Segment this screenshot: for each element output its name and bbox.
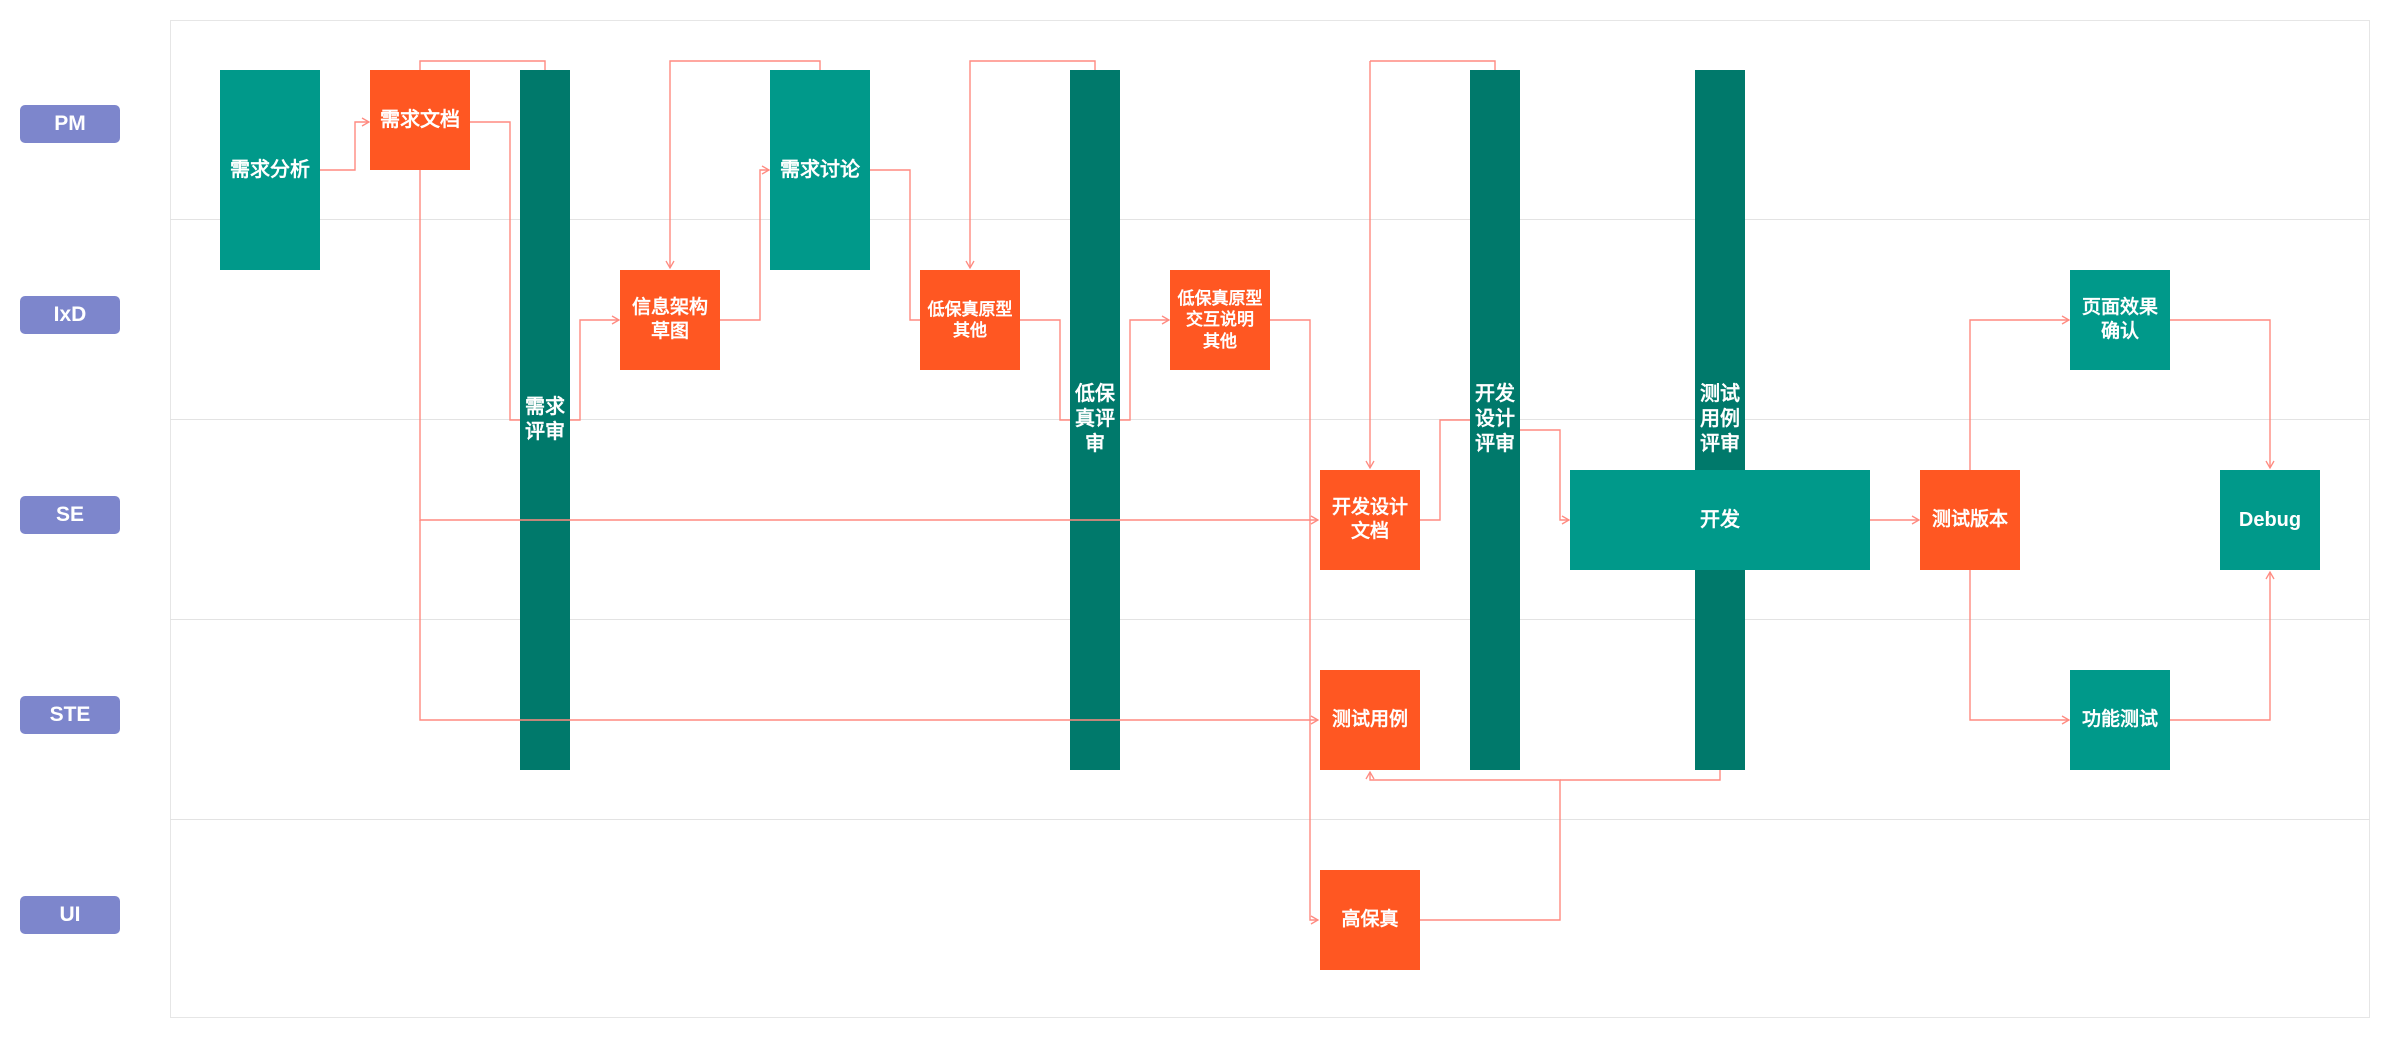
connector-line <box>570 315 621 421</box>
connector-line <box>1120 315 1171 421</box>
test-case-review-bar <box>1695 70 1745 770</box>
connector-line <box>1370 60 1496 70</box>
lane-label-ixd: IxD <box>20 296 120 334</box>
lane-label-ui: UI <box>20 896 120 934</box>
lofi-review-bar <box>1070 70 1120 770</box>
hifi-prototype-box: 高保真 <box>1320 870 1420 970</box>
connector-line <box>1969 570 2071 725</box>
development-box: 开发 <box>1570 470 1870 570</box>
page-effect-confirm-box: 页面效果 确认 <box>2070 270 2170 370</box>
connector-line <box>1969 315 2071 470</box>
connector-line <box>665 60 821 270</box>
requirement-review-label: 需求 评审 <box>525 396 565 443</box>
lofi-interaction-spec-box: 低保真原型 交互说明 其他 <box>1170 270 1270 370</box>
connector-line <box>419 60 546 70</box>
connector-line <box>720 165 771 321</box>
lane-divider <box>170 419 2370 420</box>
connector-line <box>1520 429 1571 525</box>
lofi-prototype-other-box: 低保真原型 其他 <box>920 270 1020 370</box>
connector-line <box>870 169 920 321</box>
test-version-box: 测试版本 <box>1920 470 2020 570</box>
connector-line <box>1560 770 1721 781</box>
dev-design-review-label: 开发 设计 评审 <box>1475 383 1515 455</box>
lane-divider <box>170 619 2370 620</box>
lane-label-pm: PM <box>20 105 120 143</box>
requirement-discussion-box: 需求讨论 <box>770 70 870 270</box>
dev-design-review-bar <box>1470 70 1520 770</box>
debug-box: Debug <box>2220 470 2320 570</box>
test-case-box: 测试用例 <box>1320 670 1420 770</box>
connector-line <box>1420 419 1470 521</box>
diagram-frame <box>170 20 2370 1018</box>
info-architecture-draft-box: 信息架构 草图 <box>620 270 720 370</box>
connector-line <box>1020 319 1070 421</box>
connector-line <box>419 520 1320 725</box>
connector-line <box>1270 319 1320 925</box>
connector-line <box>2170 570 2275 721</box>
lane-label-ste: STE <box>20 696 120 734</box>
requirement-doc-box: 需求文档 <box>370 70 470 170</box>
connector-line <box>2170 319 2275 470</box>
lane-label-se: SE <box>20 496 120 534</box>
connector-line <box>470 121 520 421</box>
test-case-review-label: 测试 用例 评审 <box>1700 383 1740 455</box>
requirement-analysis-box: 需求分析 <box>220 70 320 270</box>
function-test-box: 功能测试 <box>2070 670 2170 770</box>
lofi-review-label: 低保 真评 审 <box>1075 383 1115 455</box>
dev-design-doc-box: 开发设计 文档 <box>1320 470 1420 570</box>
lane-divider <box>170 219 2370 220</box>
lane-divider <box>170 819 2370 820</box>
connector-line <box>320 117 371 171</box>
connector-line <box>965 60 1096 270</box>
requirement-review-bar <box>520 70 570 770</box>
